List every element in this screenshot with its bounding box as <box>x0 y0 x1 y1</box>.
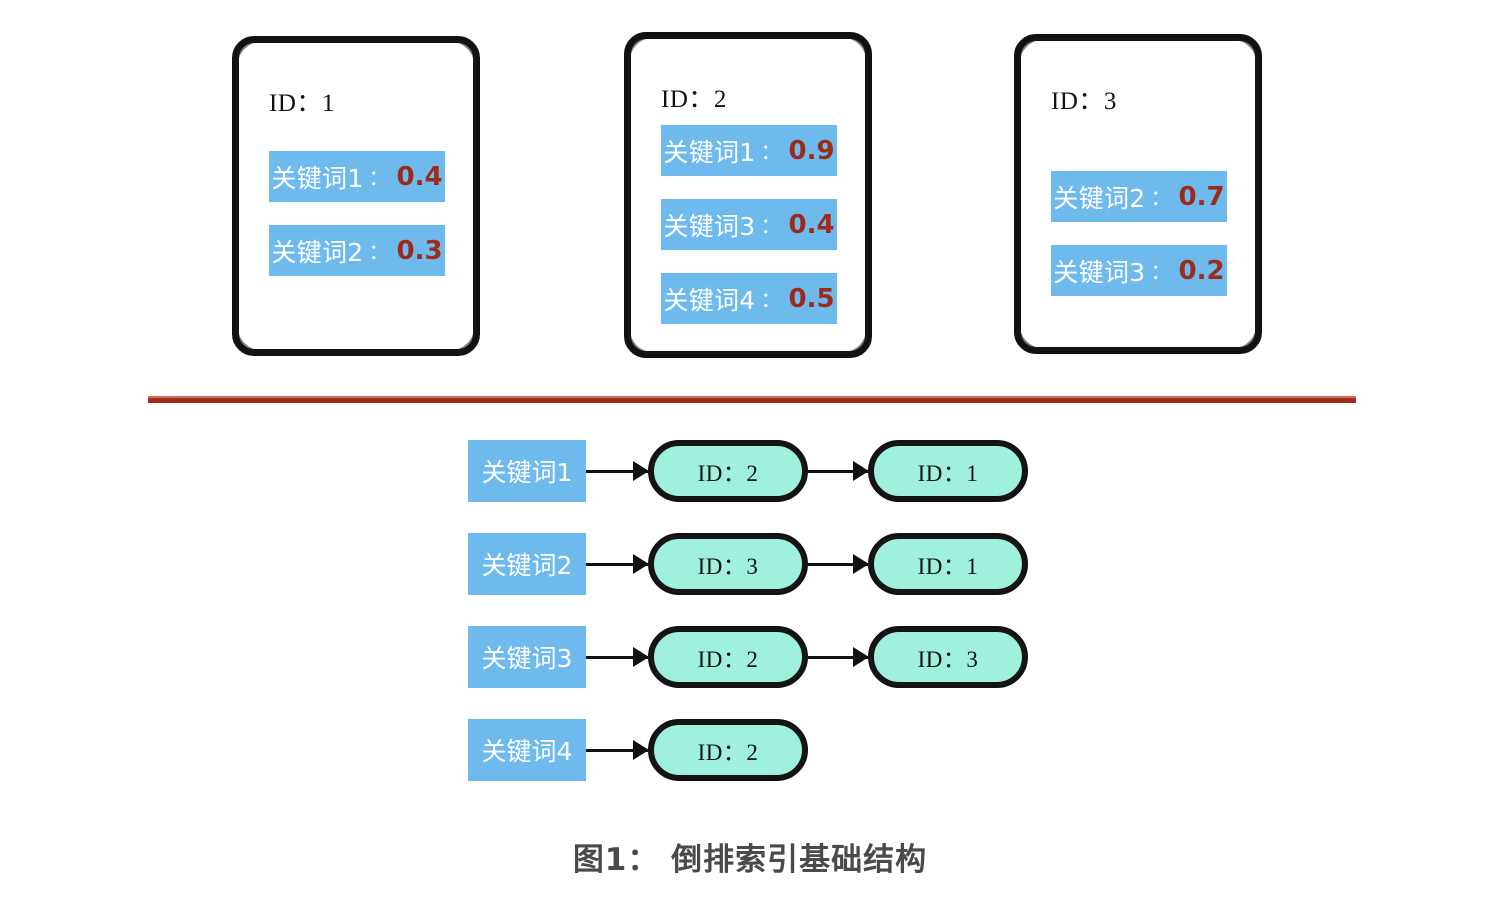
keyword-term: 关键词2 <box>271 237 364 267</box>
keyword-term: 关键词2 <box>1053 183 1146 213</box>
figure-caption: 图1： 倒排索引基础结构 <box>572 842 928 878</box>
posting-list-row: 关键词2 ID：3 ID：1 <box>468 533 1028 595</box>
keyword-term: 关键词3 <box>1053 257 1146 287</box>
arrow-icon <box>586 562 648 566</box>
posting-list-row: 关键词3 ID：2 ID：3 <box>468 626 1028 688</box>
arrow-icon <box>808 562 868 566</box>
posting-list-row: 关键词1 ID：2 ID：1 <box>468 440 1028 502</box>
document-id-label: ID：3 <box>1051 88 1117 115</box>
keyword-score: 0.2 <box>1178 255 1225 286</box>
posting-id-label: ID：3 <box>697 554 759 579</box>
document-id-label: ID：1 <box>269 90 335 117</box>
posting-id-label: ID：2 <box>697 740 759 765</box>
posting-node[interactable]: ID：2 <box>648 626 808 688</box>
posting-node[interactable]: ID：1 <box>868 533 1028 595</box>
keyword-score-row: 关键词4：0.5 <box>661 273 837 324</box>
arrow-icon <box>808 655 868 659</box>
keyword-score-row: 关键词2：0.7 <box>1051 171 1227 222</box>
posting-node[interactable]: ID：2 <box>648 719 808 781</box>
keyword-score: 0.7 <box>1178 181 1225 212</box>
arrow-icon <box>586 748 648 752</box>
keyword-separator: ： <box>368 239 390 264</box>
keyword-score: 0.9 <box>788 135 835 166</box>
keyword-separator: ： <box>760 213 782 238</box>
posting-node[interactable]: ID：3 <box>648 533 808 595</box>
keyword-term: 关键词3 <box>663 211 756 241</box>
arrow-icon <box>808 469 868 473</box>
keyword-score-row: 关键词1：0.9 <box>661 125 837 176</box>
index-term-box[interactable]: 关键词3 <box>468 626 586 688</box>
posting-node[interactable]: ID：2 <box>648 440 808 502</box>
keyword-score: 0.3 <box>396 235 443 266</box>
keyword-separator: ： <box>368 165 390 190</box>
keyword-score-row: 关键词3：0.4 <box>661 199 837 250</box>
posting-id-label: ID：2 <box>697 647 759 672</box>
keyword-score: 0.4 <box>396 161 443 192</box>
keyword-separator: ： <box>760 139 782 164</box>
posting-id-label: ID：2 <box>697 461 759 486</box>
keyword-separator: ： <box>1150 185 1172 210</box>
keyword-score-row: 关键词1：0.4 <box>269 151 445 202</box>
posting-node[interactable]: ID：3 <box>868 626 1028 688</box>
index-term-box[interactable]: 关键词2 <box>468 533 586 595</box>
keyword-separator: ： <box>1150 259 1172 284</box>
keyword-separator: ： <box>760 287 782 312</box>
keyword-score-row: 关键词2：0.3 <box>269 225 445 276</box>
keyword-score: 0.5 <box>788 283 835 314</box>
section-divider <box>148 396 1356 403</box>
posting-node[interactable]: ID：1 <box>868 440 1028 502</box>
keyword-term: 关键词4 <box>663 285 756 315</box>
keyword-term: 关键词1 <box>271 163 364 193</box>
arrow-icon <box>586 655 648 659</box>
arrow-icon <box>586 469 648 473</box>
index-term-box[interactable]: 关键词4 <box>468 719 586 781</box>
posting-id-label: ID：1 <box>917 461 979 486</box>
keyword-score-row: 关键词3：0.2 <box>1051 245 1227 296</box>
posting-id-label: ID：3 <box>917 647 979 672</box>
keyword-term: 关键词1 <box>663 137 756 167</box>
index-term-box[interactable]: 关键词1 <box>468 440 586 502</box>
posting-id-label: ID：1 <box>917 554 979 579</box>
keyword-score: 0.4 <box>788 209 835 240</box>
document-id-label: ID：2 <box>661 86 727 113</box>
posting-list-row: 关键词4 ID：2 <box>468 719 808 781</box>
